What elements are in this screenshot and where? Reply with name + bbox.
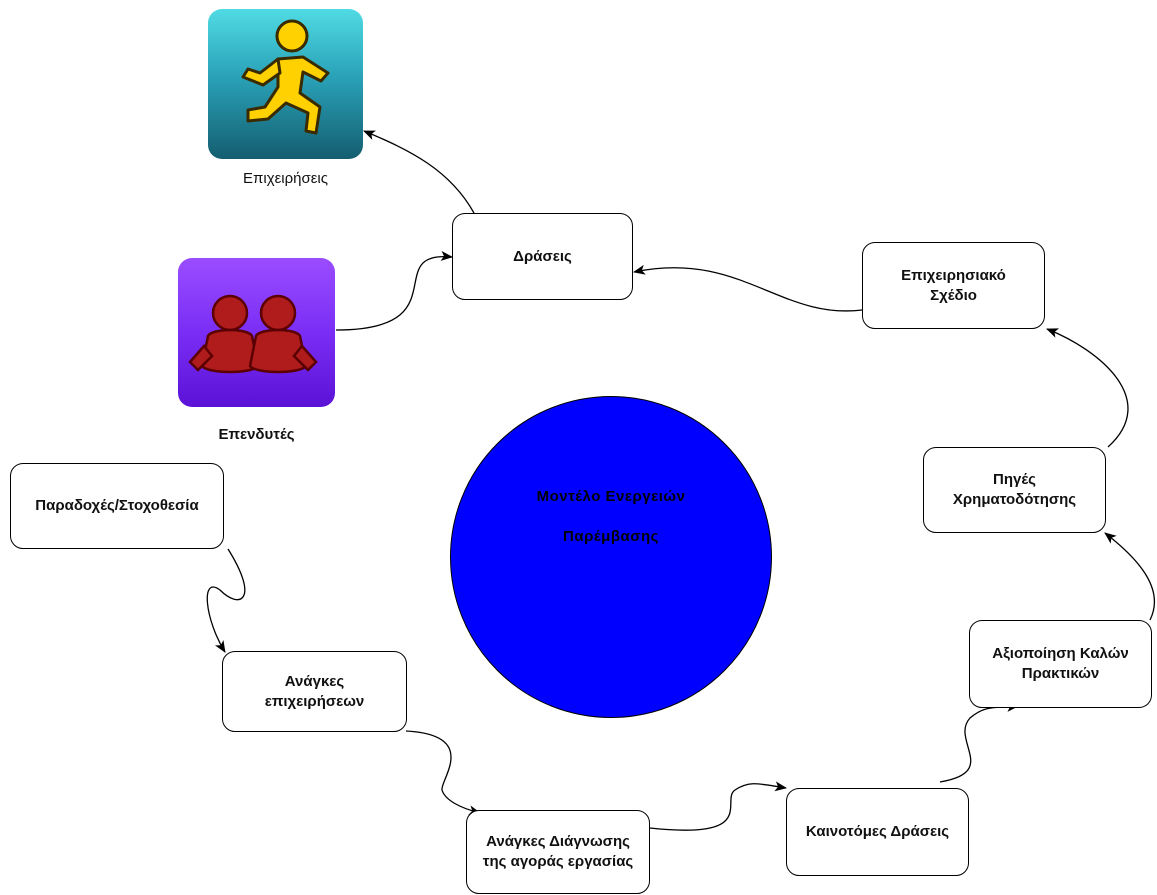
arrow-labourmarket-to-innovative: [649, 781, 787, 831]
node-business-needs-line2: επιχειρήσεων: [264, 692, 365, 710]
node-funding-line2: Χρηματοδότησης: [952, 491, 1077, 508]
people-icon: [188, 294, 318, 374]
node-labour-market-line1: Ανάγκες Διάγνωσης: [486, 833, 630, 850]
investors-caption: Επενδυτές: [218, 426, 295, 443]
node-business-plan: Επιχειρησιακό Σχέδιο: [862, 242, 1045, 329]
node-funding-line1: Πηγές: [993, 471, 1036, 488]
node-assumptions-label: Παραδοχές/Στοχοθεσία: [35, 497, 199, 514]
businesses-caption: Επιχειρήσεις: [243, 170, 328, 187]
investors-icon-tile: [178, 258, 335, 407]
arrow-plan-to-actions: [633, 264, 863, 312]
node-innovative-actions: Καινοτόμες Δράσεις: [786, 788, 969, 876]
node-best-practices-line2: Πρακτικών: [1021, 665, 1100, 682]
arrow-actions-to-businesses: [363, 130, 475, 214]
node-labour-market-line2: της αγοράς εργασίας: [482, 853, 634, 870]
node-innovative-label: Καινοτόμες Δράσεις: [805, 823, 950, 840]
running-man-icon: [241, 19, 330, 135]
node-best-practices: Αξιοποίηση Καλών Πρακτικών: [969, 620, 1152, 708]
arrow-innovative-to-bestpractices: [939, 701, 1019, 783]
node-business-plan-line2: Σχέδιο: [930, 286, 977, 304]
node-actions-label: Δράσεις: [513, 247, 572, 265]
node-best-practices-line1: Αξιοποίηση Καλών: [992, 645, 1129, 662]
businesses-icon-tile: [208, 9, 363, 159]
node-funding-sources: Πηγές Χρηματοδότησης: [923, 447, 1106, 533]
central-model-circle: [450, 396, 772, 718]
arrow-assumptions-to-businessneeds: [206, 548, 246, 653]
node-labour-market-needs: Ανάγκες Διάγνωσης της αγοράς εργασίας: [466, 810, 650, 894]
arrow-funding-to-plan: [1046, 328, 1129, 448]
arrow-bestpractices-to-funding: [1104, 532, 1156, 621]
node-business-needs: Ανάγκες επιχειρήσεων: [222, 651, 407, 732]
node-assumptions: Παραδοχές/Στοχοθεσία: [10, 463, 224, 549]
node-actions: Δράσεις: [452, 213, 633, 300]
central-model-title-line2: Παρέμβασης: [563, 528, 659, 545]
node-business-needs-line1: Ανάγκες: [284, 672, 345, 690]
arrow-investors-to-actions: [335, 250, 453, 331]
node-business-plan-line1: Επιχειρησιακό: [901, 266, 1006, 284]
central-model-title-line1: Μοντέλο Ενεργειών: [536, 488, 686, 505]
arrow-businessneeds-to-labourmarket: [405, 730, 481, 816]
